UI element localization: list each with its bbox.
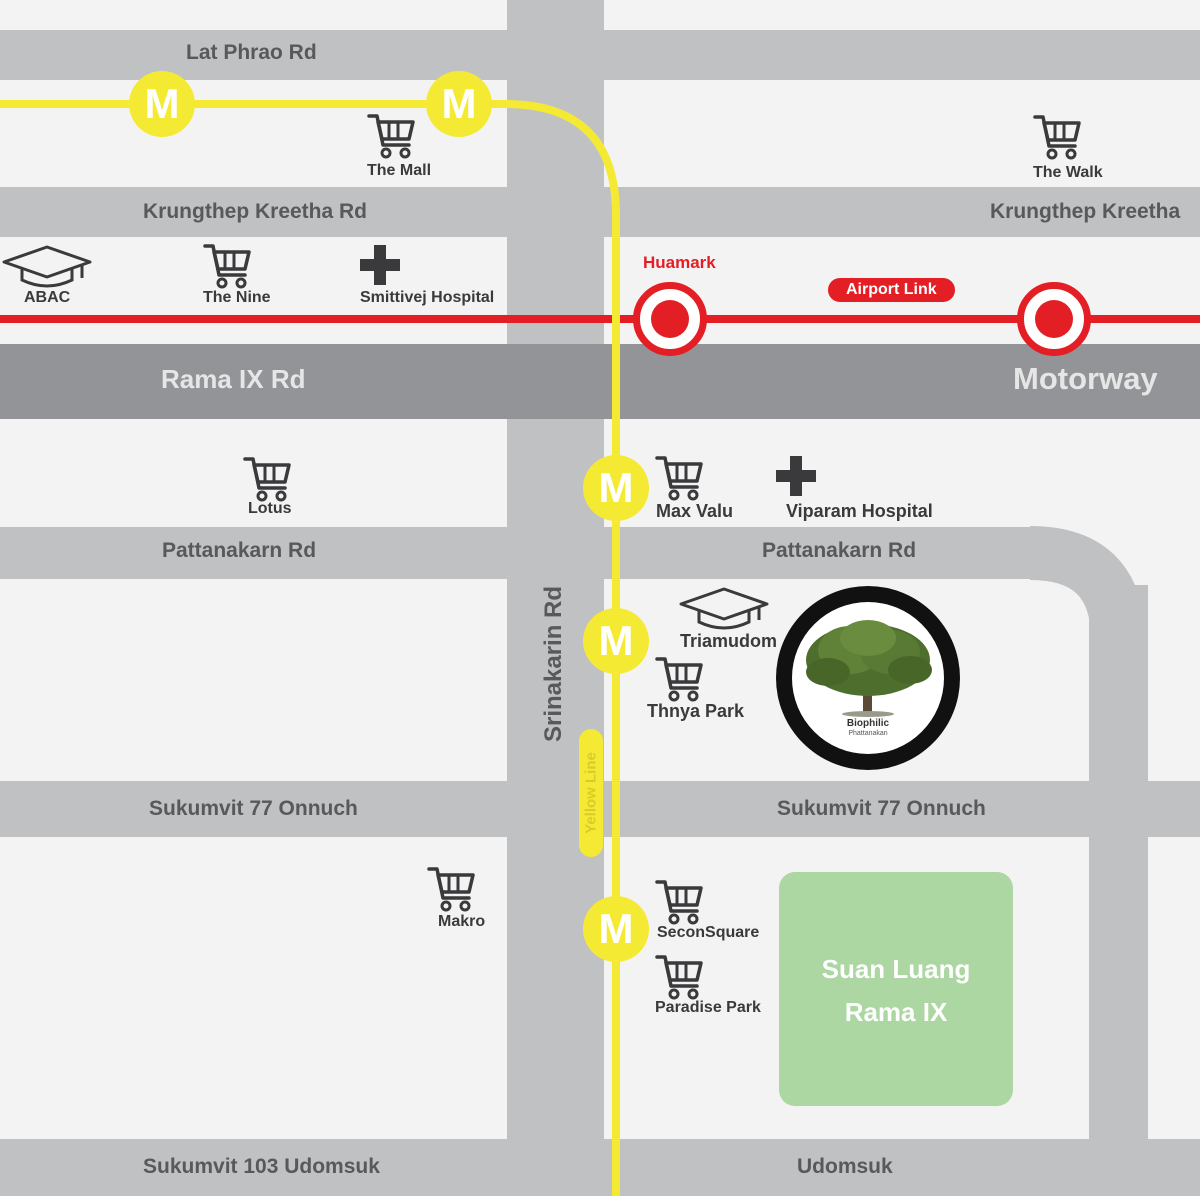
shopping-cart-icon <box>427 867 475 912</box>
road-label-krungthep-kreetha-west: Krungthep Kreetha Rd <box>143 200 368 223</box>
station-dot-icon <box>1035 300 1073 338</box>
road-label-sukumvit77-west: Sukumvit 77 Onnuch <box>149 797 358 820</box>
yellow-line-label: Yellow Line <box>582 752 600 834</box>
road-srinakarin <box>507 0 604 1196</box>
poi-label-the-nine[interactable]: The Nine <box>203 289 271 306</box>
project-subtitle: Phattanakan <box>848 730 888 737</box>
hospital-cross-icon <box>776 456 816 496</box>
road-pattanakarn-east <box>604 527 1034 579</box>
road-label-rama-ix: Rama IX Rd <box>161 364 306 394</box>
graduation-cap-icon <box>2 245 92 288</box>
road-rama-ix <box>0 344 1200 419</box>
poi-label-abac[interactable]: ABAC <box>24 289 71 306</box>
graduation-cap-icon <box>679 587 769 630</box>
metro-station-icon[interactable]: M <box>583 896 649 962</box>
station-dot-icon <box>651 300 689 338</box>
road-label-pattanakarn-west: Pattanakarn Rd <box>162 539 317 562</box>
shopping-cart-icon <box>1033 115 1081 160</box>
road-label-udomsuk: Udomsuk <box>797 1155 893 1178</box>
metro-station-icon[interactable]: M <box>583 608 649 674</box>
shopping-cart-icon <box>655 880 703 925</box>
tree-icon <box>806 620 932 717</box>
yellow-line-badge: Yellow Line <box>579 729 603 857</box>
road-label-motorway: Motorway <box>1013 361 1158 396</box>
poi-label-thnya-park[interactable]: Thnya Park <box>647 701 745 721</box>
poi-label-paradise-park[interactable]: Paradise Park <box>655 999 761 1016</box>
project-marker-inner: Biophilic Phattanakan <box>792 602 944 754</box>
poi-label-viparam[interactable]: Viparam Hospital <box>786 501 933 521</box>
road-label-srinakarin: Srinakarin Rd <box>540 585 567 742</box>
project-marker[interactable]: Biophilic Phattanakan <box>776 586 960 770</box>
poi-label-makro[interactable]: Makro <box>438 913 486 930</box>
shopping-cart-icon <box>655 657 703 702</box>
park-label-line1: Suan Luang <box>821 954 971 984</box>
shopping-cart-icon <box>203 244 251 289</box>
poi-label-triamudom[interactable]: Triamudom <box>680 631 778 651</box>
shopping-cart-icon <box>655 955 703 1000</box>
metro-station-icon[interactable]: M <box>426 71 492 137</box>
poi-label-lotus[interactable]: Lotus <box>248 500 292 517</box>
shopping-cart-icon <box>367 114 415 159</box>
poi-label-smittivej[interactable]: Smittivej Hospital <box>360 289 495 306</box>
metro-station-icon[interactable]: M <box>583 455 649 521</box>
road-pattanakarn-west <box>0 527 510 579</box>
shopping-cart-icon <box>655 456 703 501</box>
road-east-vertical <box>1089 585 1148 1196</box>
station-label-huamark: Huamark <box>643 253 716 272</box>
road-label-krungthep-kreetha-east: Krungthep Kreetha <box>990 200 1181 223</box>
airport-link-station-east[interactable] <box>1017 282 1091 356</box>
hospital-cross-icon <box>360 245 400 285</box>
park-suan-luang[interactable]: Suan Luang Rama IX <box>779 872 1013 1106</box>
road-label-sukumvit103: Sukumvit 103 Udomsuk <box>143 1155 380 1178</box>
yellow-line-path <box>0 100 620 1196</box>
project-name: Biophilic <box>846 718 890 729</box>
road-label-lat-phrao: Lat Phrao Rd <box>186 41 317 64</box>
park-label-line2: Rama IX <box>844 997 948 1027</box>
poi-label-the-mall[interactable]: The Mall <box>367 162 432 179</box>
road-label-sukumvit77-east: Sukumvit 77 Onnuch <box>777 797 986 820</box>
poi-label-max-valu[interactable]: Max Valu <box>656 501 734 521</box>
road-label-pattanakarn-east: Pattanakarn Rd <box>762 539 917 562</box>
shopping-cart-icon <box>243 457 291 502</box>
metro-station-icon[interactable]: M <box>129 71 195 137</box>
airport-link-badge: Airport Link <box>828 278 955 302</box>
airport-link-station-huamark[interactable] <box>633 282 707 356</box>
poi-label-seconsquare[interactable]: SeconSquare <box>657 924 760 941</box>
poi-label-the-walk[interactable]: The Walk <box>1033 164 1103 181</box>
